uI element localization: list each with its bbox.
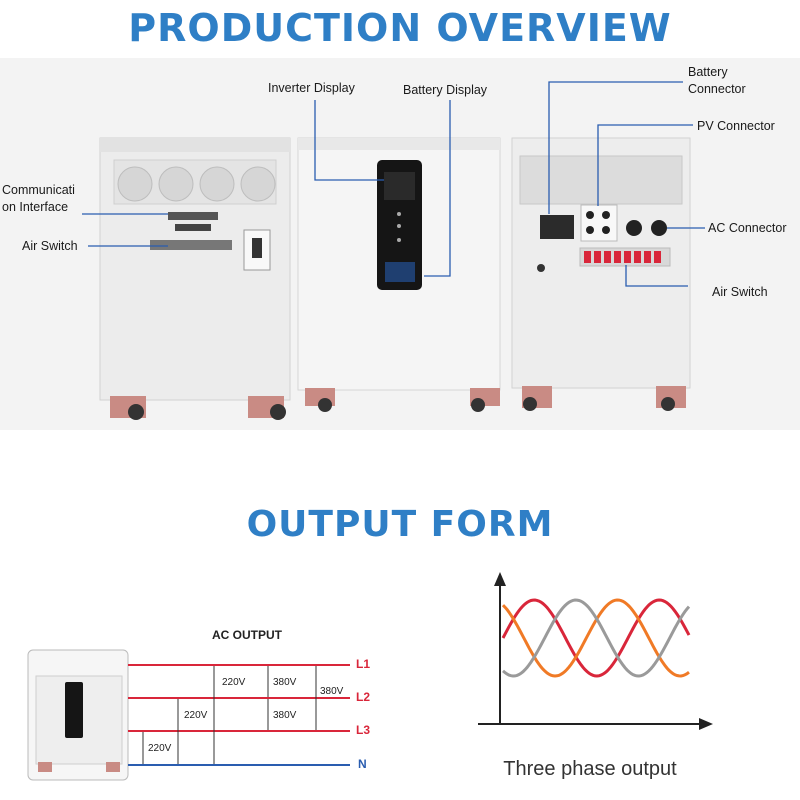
line-label-l3: L3 <box>356 723 371 737</box>
inverter-display-label: Inverter Display <box>268 81 355 95</box>
battery-display-label: Battery Display <box>403 83 488 97</box>
ac-connector-label: AC Connector <box>708 221 787 235</box>
line-label-n: N <box>358 757 367 771</box>
ac-output-title: AC OUTPUT <box>212 628 282 642</box>
center-unit <box>297 137 501 412</box>
phase-wave-1 <box>501 598 691 678</box>
air-switch-left-label: Air Switch <box>22 239 78 253</box>
air-switch-right-label: Air Switch <box>712 285 768 299</box>
voltage-l1-l3: 380V <box>320 686 344 697</box>
three-phase-waveform <box>478 572 713 730</box>
line-label-l1: L1 <box>356 657 371 671</box>
voltage-l3-n: 220V <box>148 743 172 754</box>
phase-wave-3 <box>502 598 691 678</box>
battery-connector-label: Battery Connector <box>688 65 746 96</box>
waveform-caption: Three phase output <box>503 758 677 780</box>
voltage-l1-l2: 380V <box>273 677 297 688</box>
left-unit <box>99 137 291 420</box>
right-unit <box>511 137 691 411</box>
voltage-l2-n: 220V <box>184 710 208 721</box>
pv-connector-label: PV Connector <box>697 119 775 133</box>
communication-interface-label: Communicati on Interface <box>2 183 75 214</box>
voltage-l2-l3: 380V <box>273 710 297 721</box>
production-overview-heading: PRODUCTION OVERVIEW <box>128 6 672 50</box>
output-form-heading: OUTPUT FORM <box>246 504 554 545</box>
line-label-l2: L2 <box>356 690 371 704</box>
wiring-diagram <box>27 649 350 781</box>
callout-leaders <box>82 81 705 287</box>
voltage-l1-n: 220V <box>222 677 246 688</box>
